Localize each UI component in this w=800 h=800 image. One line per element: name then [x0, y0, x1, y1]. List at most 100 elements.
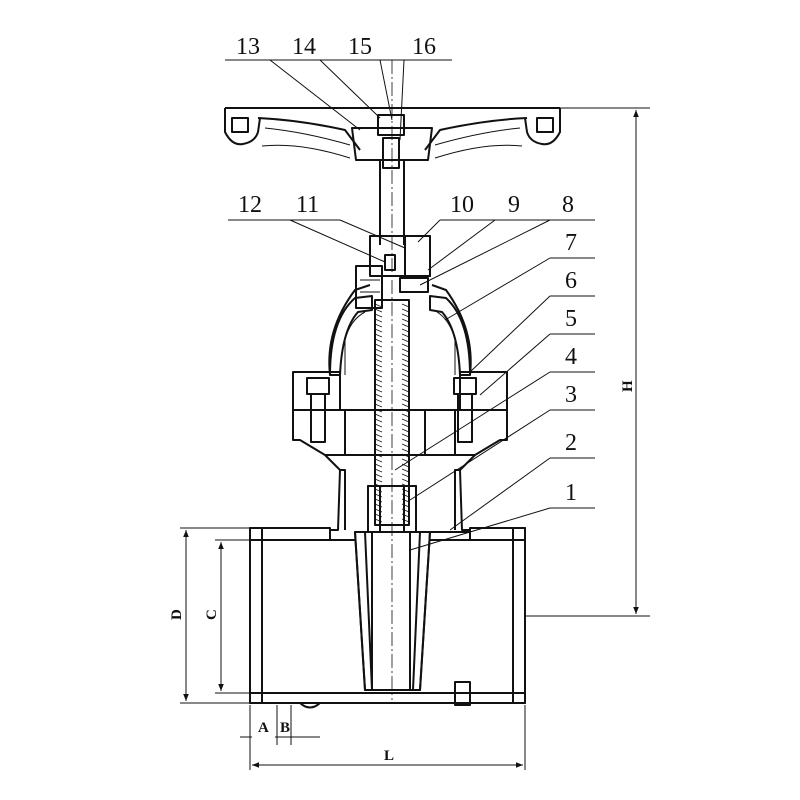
thread-mark [401, 478, 410, 483]
thread-mark [401, 333, 410, 338]
thread-mark [401, 473, 410, 478]
thread-mark [401, 468, 410, 473]
thread-mark [374, 363, 383, 368]
callout-11: 11 [296, 192, 319, 218]
thread-mark [374, 433, 383, 438]
thread-mark [374, 338, 383, 343]
dimension-A: A [258, 720, 269, 736]
thread-mark [374, 378, 383, 383]
thread-mark [374, 358, 383, 363]
thread-mark [401, 423, 410, 428]
callout-13: 13 [236, 34, 260, 60]
callouts: 13 14 15 16 12 11 10 9 8 7 6 5 [225, 34, 595, 551]
gland-assembly [355, 235, 431, 309]
thread-mark [401, 448, 410, 453]
thread-mark [401, 393, 410, 398]
thread-mark [401, 443, 410, 448]
thread-mark [401, 378, 410, 383]
thread-mark [401, 438, 410, 443]
thread-mark [374, 418, 383, 423]
valve-body [324, 454, 476, 691]
thread-mark [374, 458, 383, 463]
thread-mark [401, 343, 410, 348]
callout-14: 14 [292, 34, 316, 60]
body-flange [292, 371, 508, 456]
callout-9: 9 [508, 192, 520, 218]
callout-16: 16 [412, 34, 436, 60]
thread-mark [401, 388, 410, 393]
callout-2: 2 [565, 430, 577, 456]
dimension-C: C [204, 609, 220, 620]
thread-mark [401, 338, 410, 343]
thread-mark [374, 408, 383, 413]
thread-mark [374, 373, 383, 378]
thread-mark [374, 473, 383, 478]
dimension-B: B [280, 720, 290, 736]
thread-mark [401, 313, 410, 318]
thread-mark [374, 333, 383, 338]
thread-mark [374, 393, 383, 398]
thread-mark [401, 318, 410, 323]
thread-mark [401, 353, 410, 358]
thread-mark [401, 433, 410, 438]
thread-mark [401, 348, 410, 353]
stem [379, 160, 405, 245]
thread-mark [401, 368, 410, 373]
handwheel [224, 107, 561, 169]
callout-10: 10 [450, 192, 474, 218]
thread-mark [401, 403, 410, 408]
thread-mark [374, 383, 383, 388]
thread-mark [401, 358, 410, 363]
thread-mark [401, 373, 410, 378]
callout-1: 1 [565, 480, 577, 506]
thread-mark [374, 348, 383, 353]
thread-mark [374, 413, 383, 418]
thread-mark [374, 388, 383, 393]
thread-mark [374, 438, 383, 443]
thread-mark [374, 353, 383, 358]
callout-15: 15 [348, 34, 372, 60]
thread-mark [374, 428, 383, 433]
thread-mark [374, 308, 383, 313]
thread-mark [374, 343, 383, 348]
callout-6: 6 [565, 268, 577, 294]
thread-mark [374, 478, 383, 483]
callout-3: 3 [565, 382, 577, 408]
thread-mark [374, 398, 383, 403]
thread-mark [374, 443, 383, 448]
callout-4: 4 [565, 344, 577, 370]
thread-mark [374, 313, 383, 318]
thread-mark [374, 448, 383, 453]
thread-mark [401, 408, 410, 413]
callout-7: 7 [565, 230, 577, 256]
thread-mark [401, 323, 410, 328]
thread-mark [374, 328, 383, 333]
thread-mark [401, 428, 410, 433]
callout-12: 12 [238, 192, 262, 218]
thread-mark [374, 323, 383, 328]
thread-mark [374, 368, 383, 373]
thread-mark [374, 468, 383, 473]
thread-mark [401, 453, 410, 458]
thread-mark [401, 418, 410, 423]
thread-mark [401, 328, 410, 333]
callout-5: 5 [565, 306, 577, 332]
pipe-body [249, 527, 526, 709]
thread-mark [401, 398, 410, 403]
thread-mark [401, 413, 410, 418]
dimension-H: H [620, 380, 636, 392]
dimensions: H D C A B L [169, 107, 650, 770]
thread-mark [401, 383, 410, 388]
dimension-L: L [384, 748, 394, 764]
dimension-D: D [169, 609, 185, 620]
thread-mark [374, 453, 383, 458]
thread-mark [374, 463, 383, 468]
thread-mark [401, 303, 410, 308]
thread-mark [401, 308, 410, 313]
thread-mark [374, 423, 383, 428]
bonnet [328, 284, 472, 376]
thread-mark [374, 403, 383, 408]
thread-mark [374, 318, 383, 323]
thread-mark [401, 363, 410, 368]
